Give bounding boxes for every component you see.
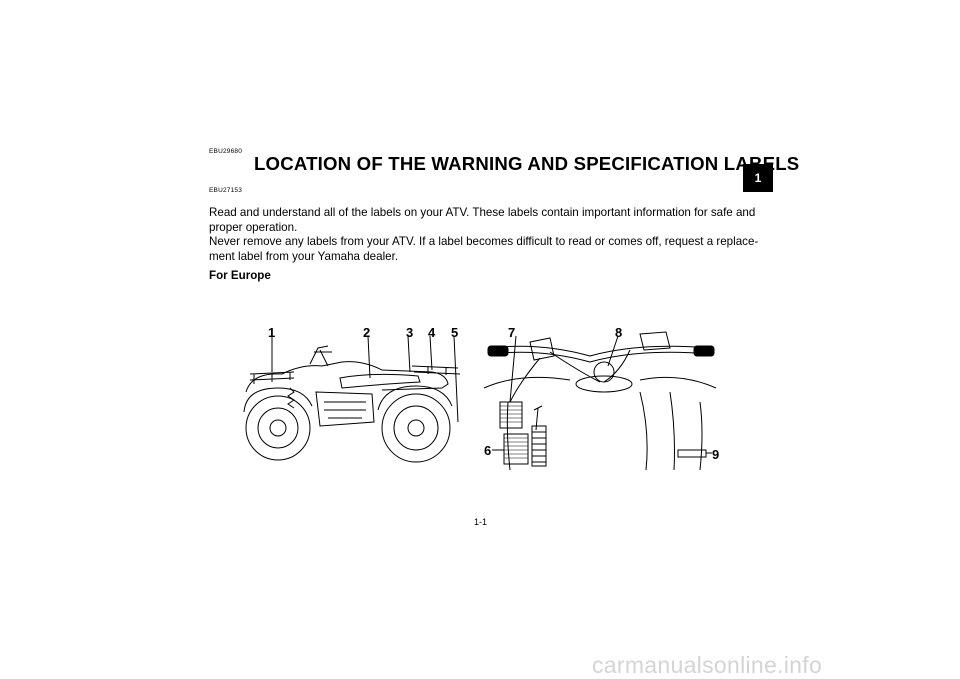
watermark: carmanualsonline.info <box>592 652 823 678</box>
page-title: LOCATION OF THE WARNING AND SPECIFICATIO… <box>254 153 800 174</box>
callout-5: 5 <box>451 325 458 340</box>
chapter-tab: 1 <box>743 164 773 192</box>
intro-paragraph: Read and understand all of the labels on… <box>209 206 756 234</box>
callout-9: 9 <box>712 447 719 462</box>
callout-6: 6 <box>484 443 491 458</box>
handlebar-illustration: 7 8 6 9 <box>483 325 719 470</box>
document-code-section: EBU27153 <box>209 187 243 194</box>
callout-2: 2 <box>363 325 370 340</box>
callout-4: 4 <box>428 325 436 340</box>
page-number: 1-1 <box>474 517 488 527</box>
callout-1: 1 <box>268 325 275 340</box>
document-code-top: EBU29680 <box>209 148 243 155</box>
callout-7: 7 <box>508 325 515 340</box>
region-subheading: For Europe <box>209 269 271 282</box>
atv-side-illustration: 1 2 3 4 5 <box>243 325 461 463</box>
callout-3: 3 <box>406 325 413 340</box>
warning-paragraph: Never remove any labels from your ATV. I… <box>209 235 759 263</box>
callout-8: 8 <box>615 325 622 340</box>
